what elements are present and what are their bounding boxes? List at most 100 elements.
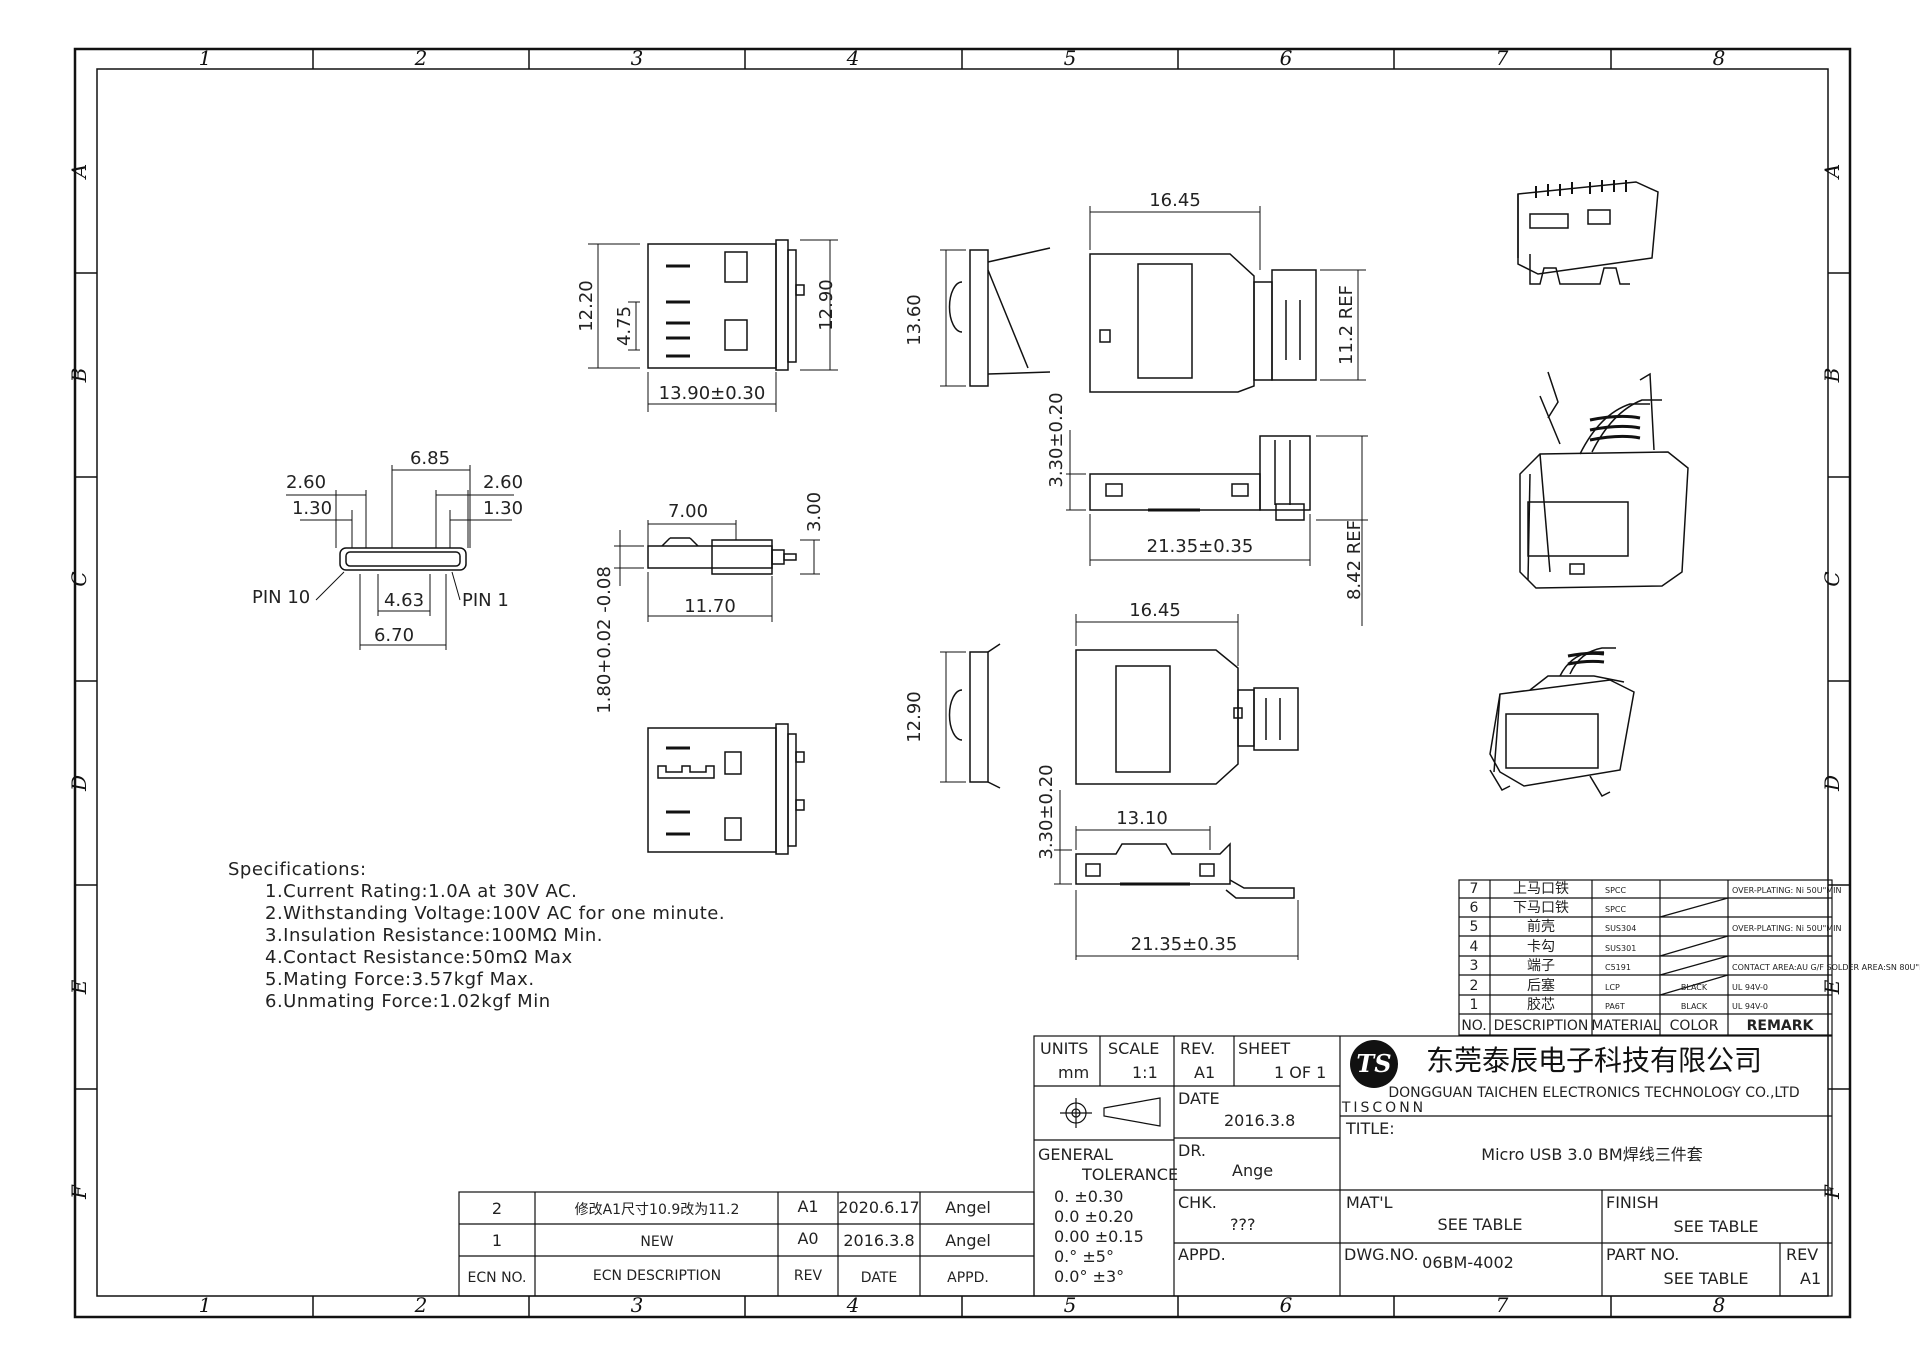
rev-row2-desc: NEW <box>640 1234 673 1250</box>
view-side <box>614 520 820 622</box>
zone-col-8-top: 8 <box>1713 46 1726 70</box>
bom-row-6-mat: SPCC <box>1605 905 1626 914</box>
zone-col-2-bottom: 2 <box>414 1293 428 1317</box>
dim-face-685: 6.85 <box>410 448 450 469</box>
dim-face-right-130: 1.30 <box>483 498 523 519</box>
rev-header-rev: REV <box>794 1268 823 1284</box>
dim-cover-ref1: 11.2 REF <box>1336 285 1357 365</box>
bom-row-7-remark: OVER-PLATING: Ni 50U"MIN <box>1732 886 1842 895</box>
zone-col-5-top: 5 <box>1064 46 1077 70</box>
chk-label: CHK. <box>1178 1193 1217 1212</box>
dim-cover-thick-1: 3.30±0.20 <box>1046 392 1067 487</box>
dim-cover2-1290: 12.90 <box>904 691 925 743</box>
tol-5: 0.0° ±3° <box>1054 1267 1124 1286</box>
rev2-label: REV <box>1786 1245 1818 1264</box>
iso-cover-1 <box>1519 371 1689 589</box>
bom-row-6-no: 6 <box>1470 900 1479 916</box>
label-pin1: PIN 1 <box>462 590 509 611</box>
zone-row-C-right: C <box>1820 571 1844 586</box>
scale-value: 1:1 <box>1132 1063 1158 1082</box>
bom-row-7-mat: SPCC <box>1605 886 1626 895</box>
dim-side-thickness: 1.80+0.02 -0.08 <box>594 566 615 714</box>
sheet-label: SHEET <box>1238 1039 1290 1058</box>
bom-row-4-desc: 卡勾 <box>1527 939 1555 955</box>
dim-side-1170: 11.70 <box>684 596 736 617</box>
svg-text:TS: TS <box>1356 1049 1391 1078</box>
tol-1: 0. ±0.30 <box>1054 1187 1123 1206</box>
rev-label: REV. <box>1180 1039 1215 1058</box>
view-cover-profile-1 <box>1066 430 1368 626</box>
units-value: mm <box>1058 1063 1089 1082</box>
view-cover-side-2 <box>940 643 1001 789</box>
appd-label: APPD. <box>1178 1245 1226 1264</box>
view-cover-top-2 <box>1075 614 1299 785</box>
bom-row-5-mat: SUS304 <box>1605 924 1636 933</box>
matl-value: SEE TABLE <box>1438 1215 1523 1234</box>
bom-row-7-no: 7 <box>1470 881 1479 897</box>
chk-value: ??? <box>1230 1215 1255 1234</box>
finish-label: FINISH <box>1606 1193 1659 1212</box>
logo-text: TISCONN <box>1341 1100 1426 1116</box>
bom-row-1-desc: 胶芯 <box>1527 996 1555 1013</box>
company-name-cn: 东莞泰辰电子科技有限公司 <box>1426 1044 1762 1077</box>
bom-header-color: COLOR <box>1670 1018 1719 1034</box>
rev-header-desc: ECN DESCRIPTION <box>593 1268 721 1284</box>
company-name-en: DONGGUAN TAICHEN ELECTRONICS TECHNOLOGY … <box>1388 1085 1799 1101</box>
rev-row1-desc: 修改A1尺寸10.9改为11.2 <box>575 1202 740 1218</box>
dr-label: DR. <box>1178 1141 1206 1160</box>
revision-table: 2 修改A1尺寸10.9改为11.2 A1 2020.6.17 Angel 1 … <box>458 1191 1035 1297</box>
dim-cover-1360: 13.60 <box>904 294 925 346</box>
bom-header-material: MATERIAL <box>1591 1018 1660 1034</box>
dim-cover-1645: 16.45 <box>1149 190 1201 211</box>
dim-side-300: 3.00 <box>804 492 825 532</box>
bom-row-1-mat: PA6T <box>1605 1002 1625 1011</box>
zone-col-1-top: 1 <box>199 46 212 70</box>
zone-col-4-bottom: 4 <box>846 1293 860 1317</box>
spec-item-1: 1.Current Rating:1.0A at 30V AC. <box>265 881 577 902</box>
general-label: GENERAL <box>1038 1145 1113 1164</box>
zone-row-E-left: E <box>67 979 91 995</box>
partno-label: PART NO. <box>1606 1245 1679 1264</box>
dim-face-left-130: 1.30 <box>292 498 332 519</box>
spec-item-6: 6.Unmating Force:1.02kgf Min <box>265 991 551 1012</box>
partno-value: SEE TABLE <box>1664 1269 1749 1288</box>
spec-heading: Specifications: <box>228 859 367 880</box>
zone-col-8-bottom: 8 <box>1713 1293 1726 1317</box>
dim-top-inner: 4.75 <box>614 306 635 346</box>
projection-symbol <box>1060 1097 1161 1128</box>
zone-col-3-bottom: 3 <box>631 1293 644 1317</box>
zone-row-D-right: D <box>1820 775 1844 792</box>
units-label: UNITS <box>1040 1039 1088 1058</box>
matl-label: MAT'L <box>1346 1193 1393 1212</box>
bom-row-4-no: 4 <box>1470 939 1479 955</box>
dim-cover2-1645: 16.45 <box>1129 600 1181 621</box>
dr-value: Ange <box>1232 1161 1273 1180</box>
bom-row-1-no: 1 <box>1470 997 1479 1013</box>
zone-col-4-top: 4 <box>846 46 860 70</box>
zone-col-5-bottom: 5 <box>1064 1293 1077 1317</box>
view-cover-profile-2 <box>1054 790 1299 960</box>
bom-row-3-no: 3 <box>1470 958 1479 974</box>
dim-face-right-260: 2.60 <box>483 472 523 493</box>
rev-row1-appd: Angel <box>945 1198 991 1217</box>
dim-cover2-1310: 13.10 <box>1116 808 1168 829</box>
bom-row-1-color: BLACK <box>1681 1002 1708 1011</box>
zone-col-3-top: 3 <box>631 46 644 70</box>
bom-header-desc: DESCRIPTION <box>1494 1018 1589 1034</box>
bom-header-remark: REMARK <box>1747 1018 1815 1034</box>
dwg-label: DWG.NO. <box>1344 1245 1419 1264</box>
spec-item-4: 4.Contact Resistance:50mΩ Max <box>265 947 573 968</box>
bom-row-5-remark: OVER-PLATING: Ni 50U"MIN <box>1732 924 1842 933</box>
bom-row-3-mat: C5191 <box>1605 963 1631 972</box>
zone-col-7-bottom: 7 <box>1496 1293 1509 1317</box>
dim-cover2-thick: 3.30±0.20 <box>1036 764 1057 859</box>
date-label: DATE <box>1178 1089 1220 1108</box>
bom-row-6-desc: 下马口铁 <box>1513 900 1569 916</box>
rev-row1-no: 2 <box>492 1199 502 1218</box>
bom-header-no: NO. <box>1461 1018 1486 1034</box>
dwg-value: 06BM-4002 <box>1422 1253 1514 1272</box>
bom-row-3-remark: CONTACT AREA:AU G/F SOLDER AREA:SN 80U"M… <box>1732 963 1920 972</box>
rev-row2-appd: Angel <box>945 1231 991 1250</box>
zone-col-2-top: 2 <box>414 46 428 70</box>
